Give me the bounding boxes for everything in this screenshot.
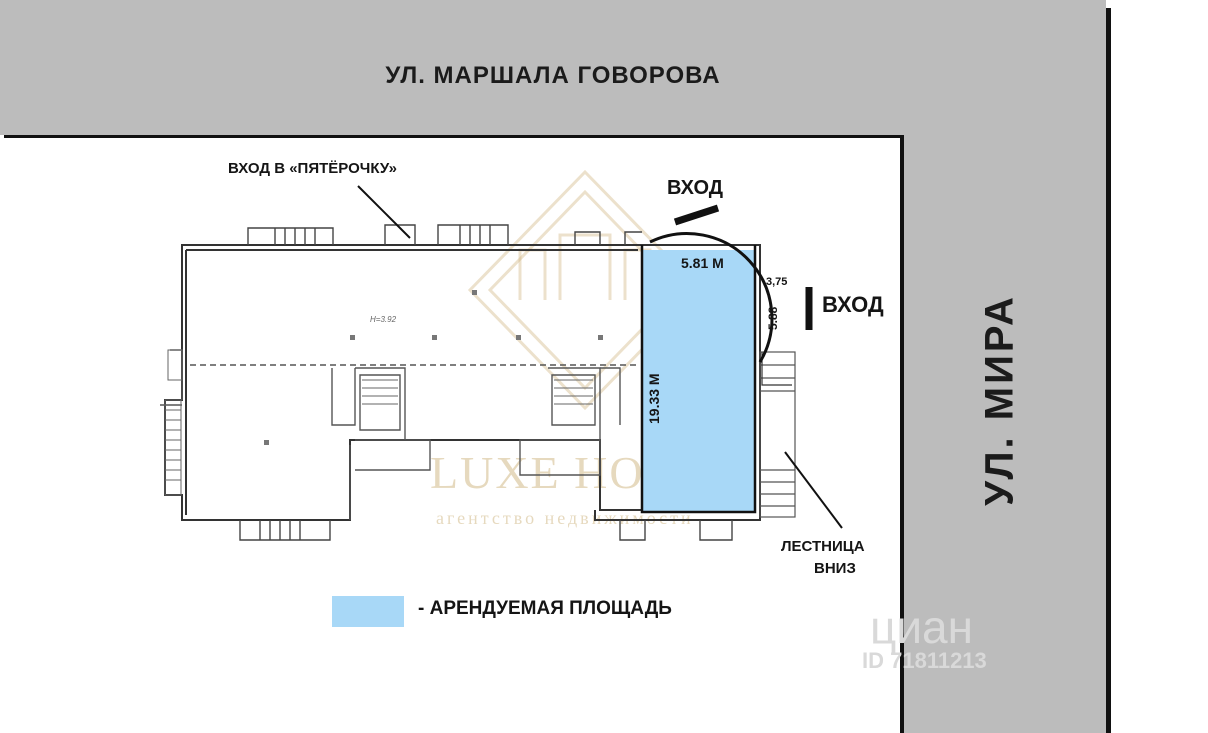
column-marks xyxy=(264,290,685,445)
entrance-door-top xyxy=(673,204,720,226)
dimension-width: 5.81 М xyxy=(681,255,724,271)
stairs-left xyxy=(164,349,183,496)
rented-area xyxy=(642,250,754,512)
dimension-arc-offset: 3,75 xyxy=(766,276,787,288)
label-entrance-pyaterochka: ВХОД В «ПЯТЁРОЧКУ» xyxy=(228,160,397,177)
pointer-stairs xyxy=(784,451,843,529)
cian-watermark: циан xyxy=(870,601,974,653)
cian-id-watermark: ID 71811213 xyxy=(862,648,987,673)
street-edge-line xyxy=(1106,8,1111,733)
rented-area-border xyxy=(640,245,757,514)
height-mark: H=3.92 xyxy=(370,315,397,324)
pointer-pyaterochka xyxy=(357,185,411,239)
top-wall-bays xyxy=(247,224,642,245)
label-stairs-down: ВНИЗ xyxy=(814,560,856,577)
dimension-length: 19.33 М xyxy=(646,373,662,424)
right-margin xyxy=(1111,8,1208,733)
street-mira xyxy=(904,0,1106,733)
bottom-wall-bays xyxy=(239,520,733,541)
label-entrance-right: ВХОД xyxy=(822,292,884,317)
legend-swatch xyxy=(332,596,404,627)
label-stairs: ЛЕСТНИЦА xyxy=(781,538,865,555)
interior-walls xyxy=(160,349,640,520)
dimension-arc-side: 5.88 xyxy=(766,306,780,330)
legend-text: - АРЕНДУЕМАЯ ПЛОЩАДЬ xyxy=(418,598,672,619)
agency-watermark: агентство недвижимости xyxy=(436,508,694,528)
street-top-label: УЛ. МАРШАЛА ГОВОРОВА xyxy=(385,62,721,89)
entrance-arc xyxy=(649,232,774,363)
stairs-down-block xyxy=(759,351,796,518)
stairs-inner xyxy=(362,379,593,405)
label-entrance-top: ВХОД xyxy=(667,177,723,199)
